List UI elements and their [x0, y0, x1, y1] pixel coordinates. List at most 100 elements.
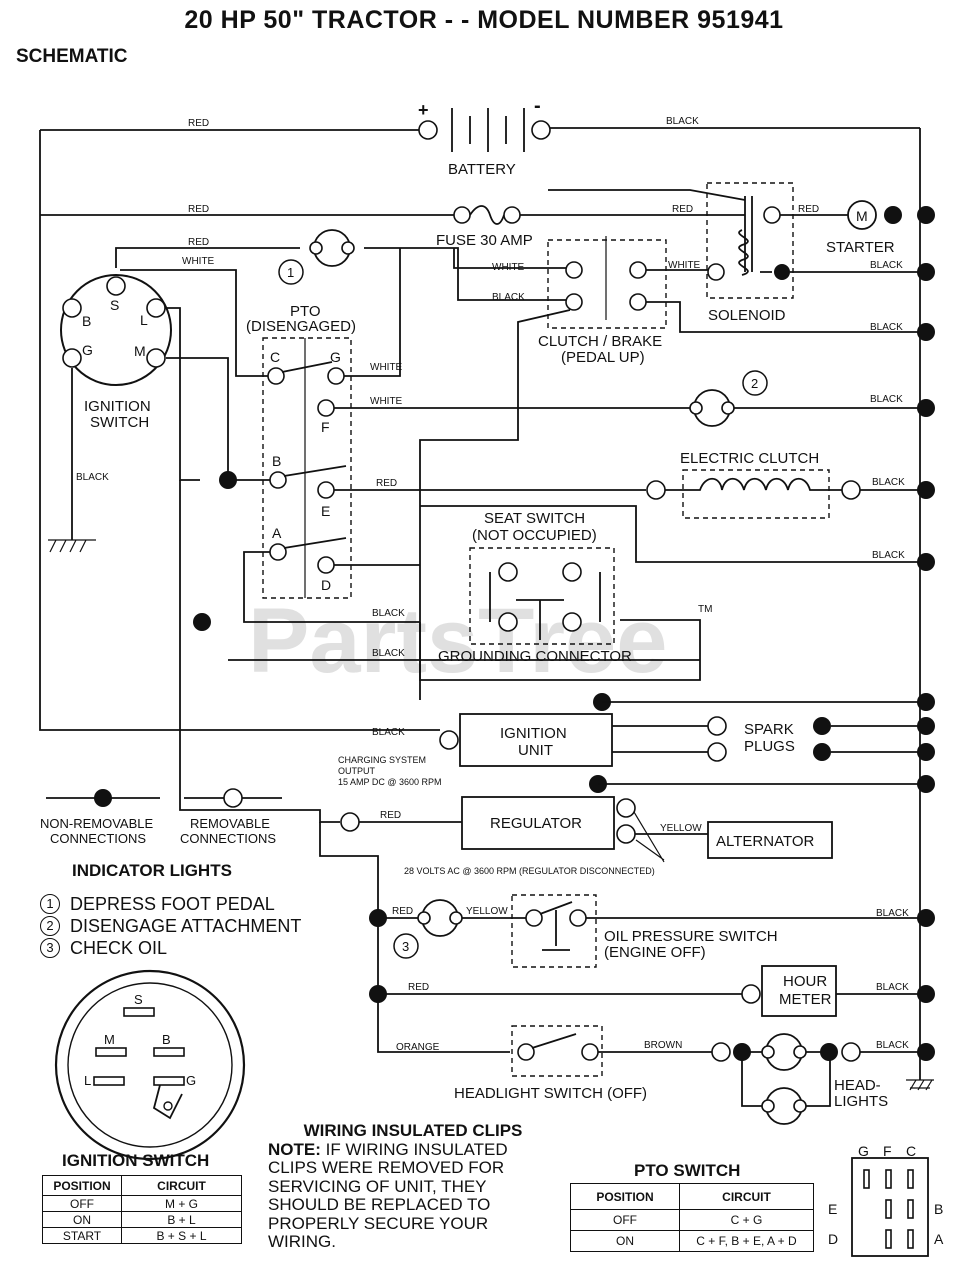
watermark-tm: TM: [698, 604, 712, 615]
svg-text:F: F: [883, 1143, 892, 1159]
svg-text:BLACK: BLACK: [876, 908, 909, 919]
indicator-badge-3: [393, 933, 419, 959]
svg-text:L: L: [84, 1073, 91, 1088]
svg-text:D: D: [321, 577, 331, 593]
svg-text:D: D: [828, 1231, 838, 1247]
ignition-switch: [60, 274, 172, 386]
clutch-brake-label-2: (PEDAL UP): [561, 349, 645, 366]
svg-text:B: B: [272, 453, 281, 469]
oil-pressure-switch-box: [511, 894, 597, 968]
svg-text:RED: RED: [380, 810, 401, 821]
electric-clutch-label: ELECTRIC CLUTCH: [680, 450, 819, 467]
svg-text:A: A: [934, 1231, 944, 1247]
svg-text:BLACK: BLACK: [372, 608, 405, 619]
ignition-switch-label-1: IGNITION: [84, 398, 151, 415]
svg-text:15 AMP DC @ 3600 RPM: 15 AMP DC @ 3600 RPM: [338, 777, 442, 787]
indicator-badge-2: [742, 370, 768, 396]
page-title: 20 HP 50" TRACTOR - - MODEL NUMBER 95194…: [184, 6, 784, 34]
svg-text:M: M: [856, 208, 868, 224]
svg-text:BLACK: BLACK: [870, 260, 903, 271]
svg-text:SPARK: SPARK: [744, 721, 794, 738]
removable-connection-symbol: [223, 788, 243, 808]
svg-text:BLACK: BLACK: [876, 982, 909, 993]
svg-text:E: E: [828, 1201, 837, 1217]
left-main-wire: [39, 130, 440, 731]
svg-text:BROWN: BROWN: [644, 1040, 682, 1051]
svg-text:CONNECTIONS: CONNECTIONS: [50, 831, 146, 846]
svg-text:BLACK: BLACK: [872, 550, 905, 561]
svg-text:BLACK: BLACK: [876, 1040, 909, 1051]
seat-switch-label-2: (NOT OCCUPIED): [472, 527, 597, 544]
electric-clutch-coil: [665, 477, 842, 491]
pto-switch-box: [262, 337, 352, 599]
svg-text:WHITE: WHITE: [370, 362, 403, 373]
svg-text:G: G: [858, 1143, 869, 1159]
pto-label-2: (DISENGAGED): [246, 318, 356, 335]
headlight-switch-label: HEADLIGHT SWITCH (OFF): [454, 1085, 647, 1102]
svg-text:BLACK: BLACK: [870, 394, 903, 405]
pto-switch-table: POSITION CIRCUIT OFF C + G ON C + F, B +…: [570, 1183, 814, 1252]
svg-text:1: 1: [287, 265, 294, 280]
svg-text:M: M: [104, 1032, 115, 1047]
svg-text:HOUR: HOUR: [783, 973, 827, 990]
svg-text:L: L: [140, 312, 148, 328]
fuse-terminal-right: [503, 206, 521, 224]
svg-text:CONNECTIONS: CONNECTIONS: [180, 831, 276, 846]
svg-text:BLACK: BLACK: [76, 472, 109, 483]
ignition-switch-label-2: SWITCH: [90, 414, 149, 431]
svg-text:NON-REMOVABLE: NON-REMOVABLE: [40, 816, 153, 831]
solenoid-box: [706, 182, 794, 299]
svg-text:BLACK: BLACK: [372, 648, 405, 659]
non-removable-connection-symbol: [94, 789, 112, 807]
svg-text:RED: RED: [798, 204, 819, 215]
svg-text:REMOVABLE: REMOVABLE: [190, 816, 270, 831]
headlight-switch-box: [511, 1025, 603, 1077]
svg-text:M: M: [134, 343, 146, 359]
starter-motor: [847, 200, 877, 230]
svg-text:RED: RED: [408, 982, 429, 993]
grounding-connector-label: GROUNDING CONNECTOR: [438, 648, 632, 665]
svg-text:REGULATOR: REGULATOR: [490, 815, 582, 832]
svg-text:WHITE: WHITE: [492, 262, 525, 273]
indicator-badge-1: [278, 259, 304, 285]
svg-text:B: B: [82, 313, 91, 329]
ignition-switch-face: [54, 969, 246, 1161]
solenoid-coil: [738, 229, 749, 276]
svg-text:METER: METER: [779, 991, 832, 1008]
svg-text:-: -: [534, 95, 541, 117]
table-row: OFF C + G: [570, 1209, 814, 1231]
svg-text:RED: RED: [188, 237, 209, 248]
svg-text:RED: RED: [188, 118, 209, 129]
regulator-box: [461, 796, 615, 850]
oil-pressure-label-2: (ENGINE OFF): [604, 944, 706, 961]
svg-text:BLACK: BLACK: [372, 727, 405, 738]
svg-text:PLUGS: PLUGS: [744, 738, 795, 755]
svg-text:BLACK: BLACK: [492, 292, 525, 303]
table-row: START B + S + L: [42, 1227, 242, 1244]
oil-pressure-label-1: OIL PRESSURE SWITCH: [604, 928, 778, 945]
svg-text:ALTERNATOR: ALTERNATOR: [716, 833, 815, 850]
svg-text:CHARGING SYSTEM: CHARGING SYSTEM: [338, 755, 426, 765]
solenoid-label: SOLENOID: [708, 307, 786, 324]
svg-text:3: 3: [402, 939, 409, 954]
table-row: ON C + F, B + E, A + D: [570, 1230, 814, 1252]
fuse-terminal-left: [453, 206, 471, 224]
svg-text:UNIT: UNIT: [518, 742, 553, 759]
svg-text:IGNITION: IGNITION: [500, 725, 567, 742]
svg-text:G: G: [186, 1073, 196, 1088]
ignition-switch-table: POSITION CIRCUIT OFF M + G ON B + L STAR…: [42, 1175, 242, 1244]
ignition-switch-table-title: IGNITION SWITCH: [62, 1151, 210, 1170]
svg-text:C: C: [270, 349, 280, 365]
starter-label: STARTER: [826, 239, 895, 256]
battery-positive-terminal: [418, 120, 438, 140]
svg-text:LIGHTS: LIGHTS: [834, 1093, 888, 1110]
svg-text:ORANGE: ORANGE: [396, 1042, 440, 1053]
svg-text:WHITE: WHITE: [370, 396, 403, 407]
clutch-brake-label-1: CLUTCH / BRAKE: [538, 333, 662, 350]
svg-text:RED: RED: [672, 204, 693, 215]
electric-clutch-box: [682, 469, 830, 519]
